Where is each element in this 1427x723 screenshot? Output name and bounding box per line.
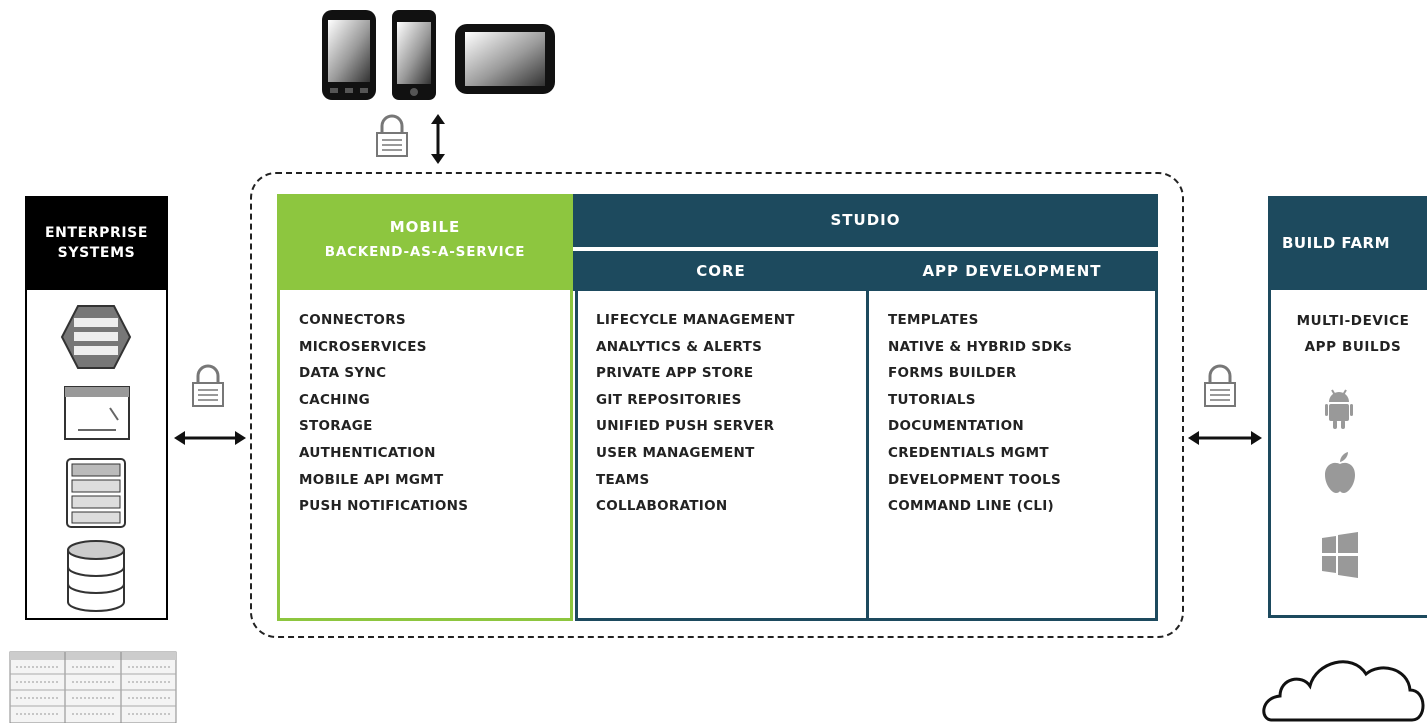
list-item: AUTHENTICATION xyxy=(299,444,436,461)
list-item: CREDENTIALS MGMT xyxy=(888,444,1049,461)
enterprise-title-line2: SYSTEMS xyxy=(57,245,136,261)
enterprise-title-line1: ENTERPRISE xyxy=(44,225,149,241)
core-feature-list: LIFECYCLE MANAGEMENT ANALYTICS & ALERTS … xyxy=(596,307,795,520)
app-development-header: APP DEVELOPMENT xyxy=(866,251,1158,291)
phone-icon xyxy=(322,10,376,100)
datacenter-grid-icon xyxy=(9,651,177,723)
studio-header: STUDIO xyxy=(573,194,1158,247)
list-item: UNIFIED PUSH SERVER xyxy=(596,418,775,435)
network-hub-icon xyxy=(60,305,132,369)
build-farm-label: MULTI-DEVICE APP BUILDS xyxy=(1278,308,1427,360)
padlock-icon xyxy=(376,114,408,157)
padlock-icon xyxy=(1204,364,1236,407)
list-item: COLLABORATION xyxy=(596,498,728,515)
list-item: CONNECTORS xyxy=(299,312,406,328)
list-item: LIFECYCLE MANAGEMENT xyxy=(596,312,795,328)
vertical-arrow-icon xyxy=(431,114,445,164)
enterprise-systems-header: ENTERPRISE SYSTEMS xyxy=(25,196,168,290)
list-item: GIT REPOSITORIES xyxy=(596,391,742,408)
mbaas-title-line2: BACKEND-AS-A-SERVICE xyxy=(324,244,526,260)
list-item: TEMPLATES xyxy=(888,312,979,328)
smartphone-icon xyxy=(392,10,436,100)
list-item: PRIVATE APP STORE xyxy=(596,365,754,382)
list-item: NATIVE & HYBRID SDKs xyxy=(888,338,1072,355)
core-header: CORE xyxy=(573,251,869,291)
platform-boundary xyxy=(250,172,1184,638)
mbaas-feature-list: CONNECTORS MICROSERVICES DATA SYNC CACHI… xyxy=(299,307,468,520)
list-item: MICROSERVICES xyxy=(299,338,427,355)
database-icon xyxy=(67,540,125,612)
tablet-icon xyxy=(455,24,555,94)
list-item: TUTORIALS xyxy=(888,391,976,408)
build-farm-label-line2: APP BUILDS xyxy=(1304,339,1402,355)
mbaas-panel xyxy=(277,290,573,621)
list-item: TEAMS xyxy=(596,471,650,488)
horizontal-arrow-icon xyxy=(174,431,246,445)
server-rack-icon xyxy=(66,458,126,528)
core-panel xyxy=(575,291,869,621)
app-development-panel xyxy=(866,291,1158,621)
windows-icon xyxy=(1322,532,1358,578)
list-item: COMMAND LINE (CLI) xyxy=(888,498,1055,515)
apple-icon xyxy=(1325,452,1355,493)
mbaas-header: MOBILE BACKEND-AS-A-SERVICE xyxy=(277,194,573,290)
horizontal-arrow-icon xyxy=(1188,431,1262,445)
app-development-feature-list: TEMPLATES NATIVE & HYBRID SDKs FORMS BUI… xyxy=(888,307,1072,520)
list-item: FORMS BUILDER xyxy=(888,365,1017,382)
list-item: DEVELOPMENT TOOLS xyxy=(888,471,1062,488)
studio-divider xyxy=(573,247,1158,251)
build-farm-header: BUILD FARM xyxy=(1268,196,1427,290)
padlock-icon xyxy=(192,364,224,407)
android-icon xyxy=(1325,389,1353,429)
list-item: CACHING xyxy=(299,391,371,408)
list-item: DATA SYNC xyxy=(299,365,387,382)
build-farm-label-line1: MULTI-DEVICE xyxy=(1296,313,1410,329)
browser-window-icon xyxy=(64,386,130,440)
list-item: STORAGE xyxy=(299,418,373,435)
mbaas-title-line1: MOBILE xyxy=(389,218,461,236)
cloud-icon xyxy=(1262,660,1425,722)
list-item: DOCUMENTATION xyxy=(888,418,1024,435)
list-item: PUSH NOTIFICATIONS xyxy=(299,498,469,515)
list-item: USER MANAGEMENT xyxy=(596,444,755,461)
list-item: ANALYTICS & ALERTS xyxy=(596,338,763,355)
list-item: MOBILE API MGMT xyxy=(299,471,444,488)
